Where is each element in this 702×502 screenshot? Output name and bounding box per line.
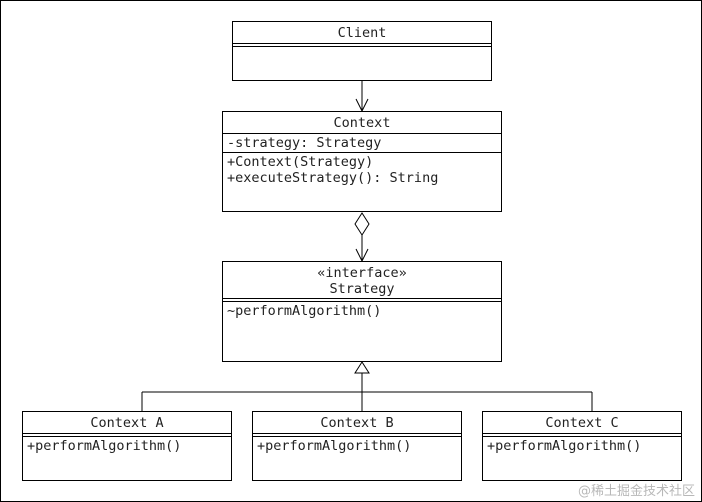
stereotype-label: «interface» bbox=[317, 265, 407, 281]
aggregation-diamond bbox=[354, 212, 370, 236]
operation-perform-algorithm: +performAlgorithm() bbox=[27, 438, 182, 454]
class-name: Strategy bbox=[329, 281, 395, 297]
compartment-divider bbox=[253, 433, 461, 437]
operation-perform-algorithm: +performAlgorithm() bbox=[487, 438, 642, 454]
operations-compartment: +performAlgorithm() bbox=[23, 437, 231, 455]
class-context-a: Context A +performAlgorithm() bbox=[22, 411, 232, 481]
operation-constructor: +Context(Strategy) bbox=[227, 154, 374, 170]
class-header: «interface» Strategy bbox=[223, 262, 501, 298]
realization-triangle bbox=[354, 361, 370, 374]
operation-perform-algorithm: +performAlgorithm() bbox=[257, 438, 412, 454]
interface-strategy: «interface» Strategy ~performAlgorithm() bbox=[222, 261, 502, 362]
class-context-c: Context C +performAlgorithm() bbox=[482, 411, 682, 481]
class-client: Client bbox=[232, 21, 492, 81]
attribute-strategy: -strategy: Strategy bbox=[227, 135, 382, 151]
compartment-divider bbox=[233, 43, 491, 47]
operations-compartment: +performAlgorithm() bbox=[253, 437, 461, 455]
class-context-b: Context B +performAlgorithm() bbox=[252, 411, 462, 481]
operations-compartment: +performAlgorithm() bbox=[483, 437, 681, 455]
compartment-divider bbox=[23, 433, 231, 437]
compartment-divider bbox=[483, 433, 681, 437]
compartment-divider bbox=[223, 298, 501, 302]
class-name: Context bbox=[333, 115, 391, 131]
class-name: Context C bbox=[545, 415, 619, 431]
operations-compartment: +Context(Strategy) +executeStrategy(): S… bbox=[223, 153, 501, 187]
operations-compartment: ~performAlgorithm() bbox=[223, 302, 501, 320]
watermark: @稀土掘金技术社区 bbox=[577, 484, 695, 499]
class-context: Context -strategy: Strategy +Context(Str… bbox=[222, 111, 502, 212]
class-name: Context A bbox=[90, 415, 164, 431]
operation-execute-strategy: +executeStrategy(): String bbox=[227, 170, 439, 186]
class-name: Context B bbox=[320, 415, 394, 431]
operation-perform-algorithm: ~performAlgorithm() bbox=[227, 303, 382, 319]
compartment-divider bbox=[223, 152, 501, 153]
attributes-compartment: -strategy: Strategy bbox=[223, 134, 501, 152]
class-name: Client bbox=[337, 25, 387, 41]
compartment-divider bbox=[223, 133, 501, 134]
